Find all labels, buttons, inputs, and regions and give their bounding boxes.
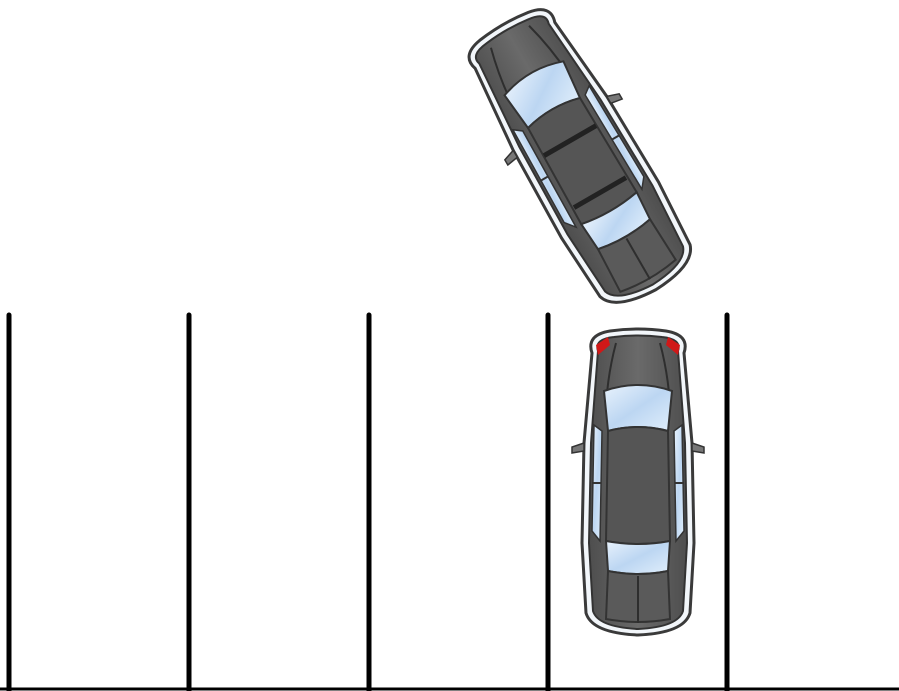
moving-car[interactable] (446, 0, 713, 323)
parked-car[interactable] (572, 329, 704, 635)
